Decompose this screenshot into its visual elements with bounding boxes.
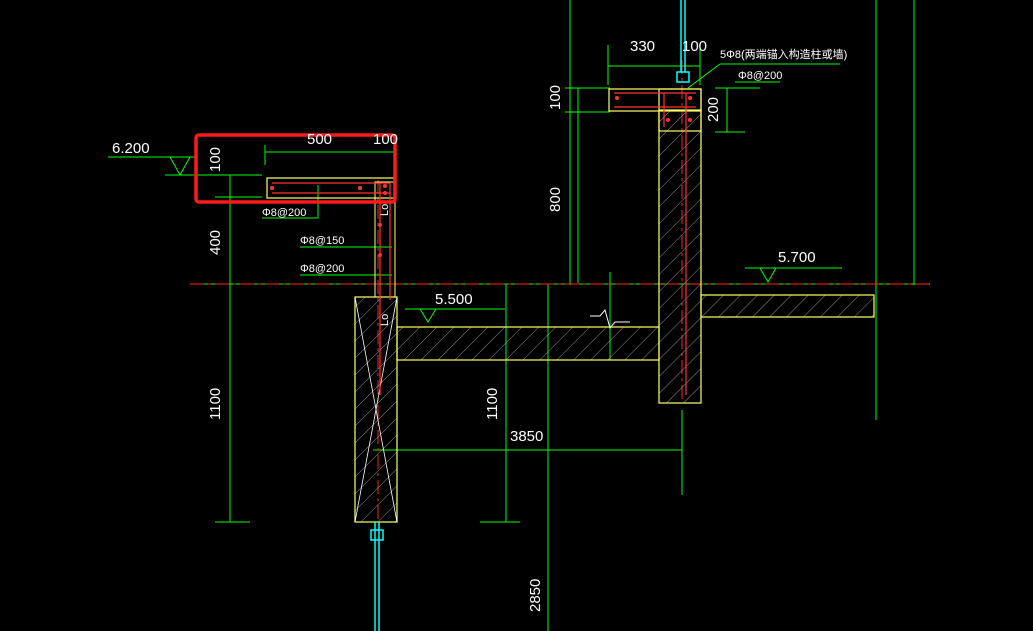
elev-right-slab: 5.700 bbox=[778, 249, 816, 266]
dim-left-100-side: 100 bbox=[207, 147, 224, 172]
dim-right-top-100: 100 bbox=[547, 85, 564, 110]
dim-top-width: 330 bbox=[630, 38, 655, 55]
dim-span-3850: 3850 bbox=[510, 428, 543, 445]
middle-slab bbox=[396, 326, 660, 361]
dim-left-100-top: 100 bbox=[373, 131, 398, 148]
highlight-box bbox=[194, 133, 397, 204]
dimension-lines bbox=[108, 0, 930, 631]
left-upper-column bbox=[374, 181, 396, 298]
dim-left-400: 400 bbox=[207, 230, 224, 255]
right-column bbox=[658, 109, 702, 404]
note-left-2: Φ8@150 bbox=[300, 235, 344, 247]
right-slab bbox=[700, 294, 875, 318]
dim-right-800: 800 bbox=[547, 187, 564, 212]
glass-mullion-icon bbox=[370, 0, 690, 631]
elev-left-top: 6.200 bbox=[112, 140, 150, 157]
dim-mid-1100: 1100 bbox=[484, 388, 501, 420]
note-top-1: 5Φ8(两端锚入构造柱或墙) bbox=[720, 47, 847, 61]
right-cap bbox=[608, 88, 702, 112]
dim-left-500: 500 bbox=[307, 131, 332, 148]
note-left-1: Φ8@200 bbox=[262, 207, 306, 219]
concrete-sections bbox=[266, 88, 875, 523]
dim-right-200: 200 bbox=[705, 97, 722, 122]
note-left-3: Φ8@200 bbox=[300, 263, 344, 275]
rebar-dots bbox=[270, 96, 692, 257]
dim-bottom-2850: 2850 bbox=[527, 579, 544, 612]
note-wall-1: Lo bbox=[379, 204, 391, 216]
note-wall-2: Lo bbox=[379, 314, 391, 326]
axis-lines bbox=[190, 60, 930, 520]
note-top-2: Φ8@200 bbox=[738, 70, 782, 82]
left-cap bbox=[266, 177, 396, 199]
dimension-text: 330 100 5Φ8(两端锚入构造柱或墙) Φ8@200 100 200 80… bbox=[112, 38, 847, 612]
break-line-icon bbox=[590, 308, 630, 330]
elev-mid-slab: 5.500 bbox=[435, 291, 473, 308]
dim-left-1100: 1100 bbox=[207, 388, 224, 420]
dim-top-wall: 100 bbox=[682, 38, 707, 55]
